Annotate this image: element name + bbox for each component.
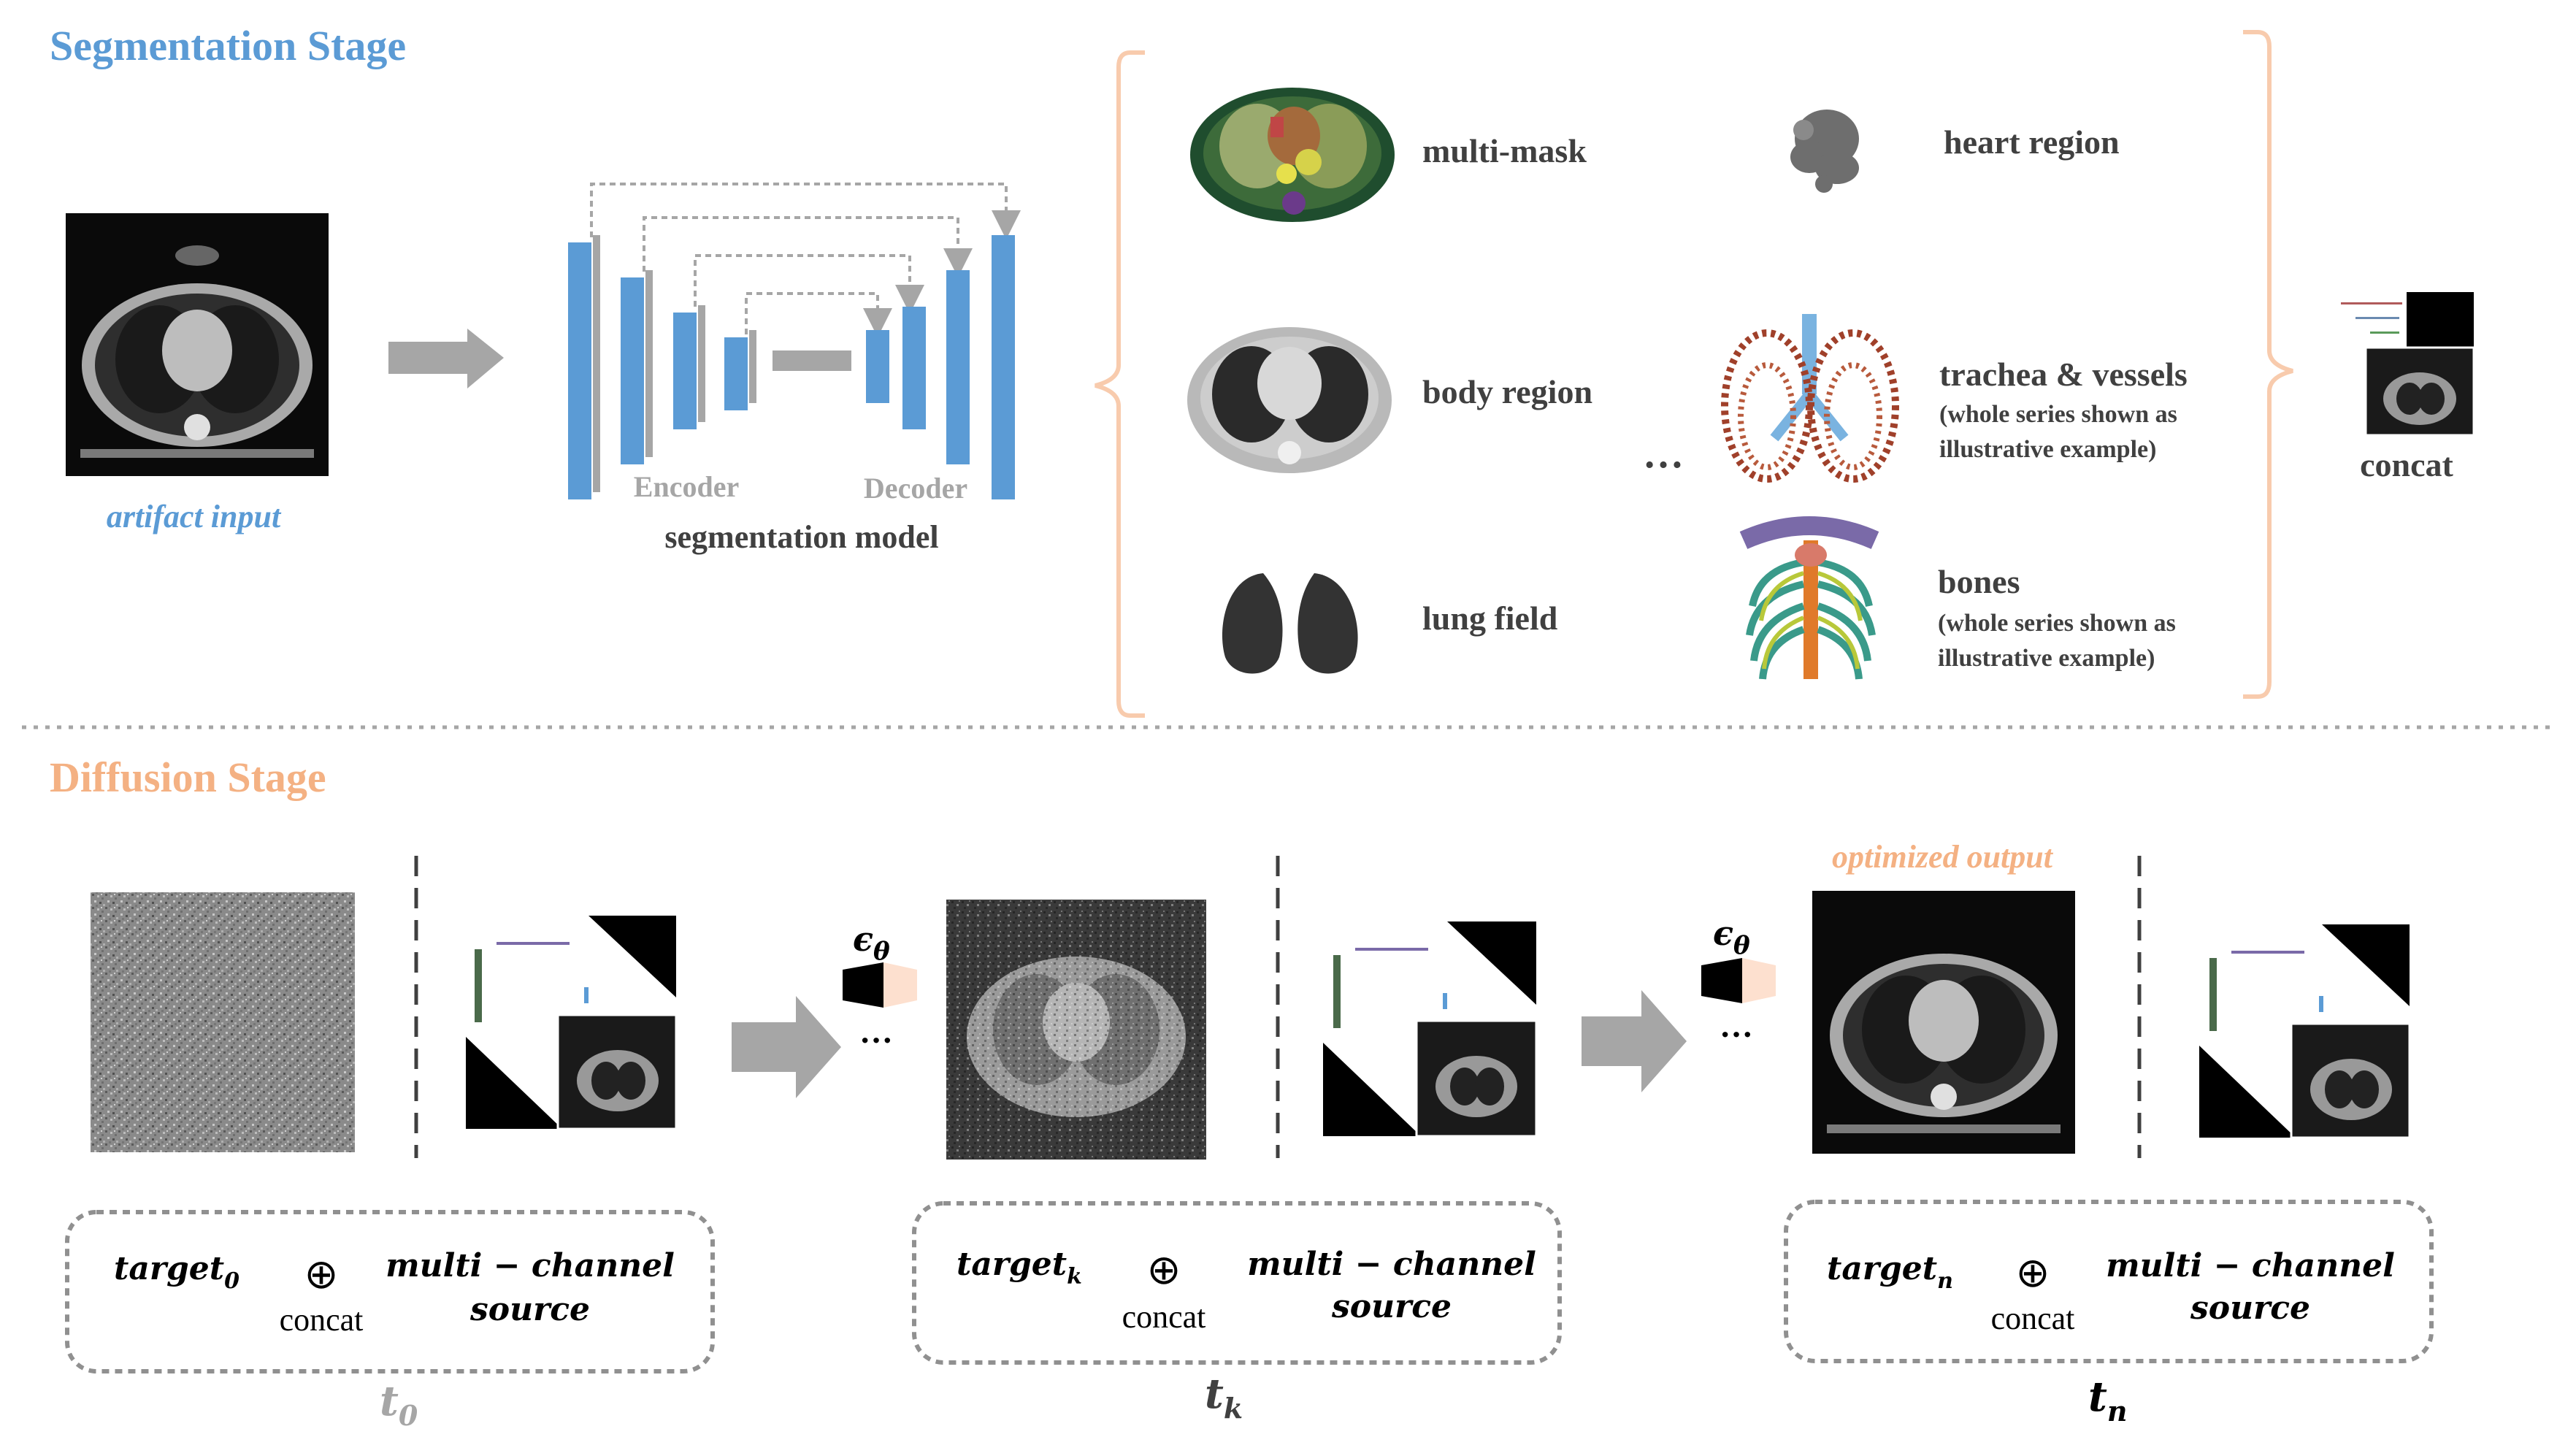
noisy-ct-image-tk — [946, 900, 1206, 1160]
segmentation-unet — [568, 183, 1021, 499]
lung-field-label: lung field — [1422, 599, 1558, 637]
timestep-label-tn: tn — [2088, 1373, 2128, 1428]
bones-image — [1739, 516, 1879, 680]
concat-tn: concat — [1991, 1300, 2075, 1336]
decoder-label: Decoder — [864, 472, 967, 505]
input-to-model-arrow — [388, 329, 504, 388]
heart-region-label: heart region — [1944, 123, 2120, 161]
multichannel-tk-line2: source — [1331, 1288, 1452, 1325]
bones-note-line1: (whole series shown as — [1938, 610, 2176, 637]
formula-box-tk — [912, 1201, 1562, 1365]
concat-label: concat — [2360, 446, 2453, 483]
bones-label: bones — [1938, 563, 2020, 600]
optimized-output-label: optimized output — [1832, 839, 2054, 875]
multichannel-tk-line1: multi − channel — [1247, 1246, 1536, 1283]
more-outputs-ellipsis: … — [1643, 432, 1684, 477]
heart-region-image — [1790, 110, 1859, 193]
outputs-left-brace — [1095, 50, 1145, 718]
target-tn: targetn — [1827, 1250, 1953, 1294]
skip-connections — [590, 183, 1021, 337]
formula-box-tn — [1784, 1200, 2434, 1363]
diffusion-stage-title: Diffusion Stage — [50, 754, 326, 801]
trachea-note-line1: (whole series shown as — [1939, 401, 2177, 428]
noise-image-t0 — [91, 892, 355, 1152]
outputs-right-brace — [2243, 30, 2293, 699]
target-tk: targetk — [957, 1246, 1082, 1290]
body-region-label: body region — [1422, 373, 1592, 410]
denoiser-icon-2 — [1701, 958, 1776, 1003]
encoder-label: Encoder — [634, 470, 739, 503]
trachea-vessels-label: trachea & vessels — [1939, 356, 2188, 393]
ellipsis-2: ··· — [1720, 1016, 1753, 1053]
oplus-tn: ⊕ — [2016, 1249, 2050, 1297]
multichannel-tn-line2: source — [2190, 1290, 2310, 1327]
bones-note-line2: illustrative example) — [1938, 645, 2155, 672]
trachea-note-line2: illustrative example) — [1939, 436, 2156, 463]
multichannel-source-stack-t0 — [466, 916, 678, 1130]
segmentation-stage-title: Segmentation Stage — [50, 22, 406, 69]
oplus-tk: ⊕ — [1147, 1246, 1181, 1294]
multichannel-t0-line1: multi − channel — [386, 1247, 675, 1284]
artifact-input-ct-image — [66, 213, 329, 476]
denoiser-icon-1 — [843, 962, 917, 1008]
body-region-image — [1187, 327, 1392, 473]
ellipsis-1: ··· — [859, 1022, 893, 1059]
formula-box-t0 — [65, 1210, 715, 1373]
concat-stack-image — [2331, 292, 2475, 437]
multichannel-tn-line1: multi − channel — [2106, 1247, 2395, 1284]
multi-mask-label: multi-mask — [1422, 132, 1587, 169]
multichannel-source-stack-tn — [2199, 924, 2411, 1139]
lung-field-image — [1222, 573, 1358, 674]
oplus-t0: ⊕ — [304, 1251, 339, 1298]
concat-tk: concat — [1122, 1299, 1206, 1335]
trachea-vessels-image — [1721, 314, 1899, 483]
epsilon-theta-2: ϵθ — [1713, 913, 1750, 960]
artifact-input-label: artifact input — [107, 499, 282, 534]
timestep-label-t0: t0 — [380, 1377, 418, 1432]
segmentation-model-label: segmentation model — [664, 519, 938, 555]
tk-to-tn-arrow — [1582, 990, 1687, 1092]
optimized-ct-image-tn — [1812, 891, 2075, 1154]
concat-t0: concat — [280, 1302, 364, 1338]
t0-to-tk-arrow — [732, 996, 841, 1098]
epsilon-theta-1: ϵθ — [853, 919, 890, 966]
multichannel-source-stack-tk — [1323, 921, 1538, 1138]
timestep-label-tk: tk — [1205, 1370, 1243, 1425]
target-t0: target0 — [114, 1250, 239, 1294]
multichannel-t0-line2: source — [469, 1291, 590, 1328]
multi-mask-image — [1190, 88, 1395, 222]
